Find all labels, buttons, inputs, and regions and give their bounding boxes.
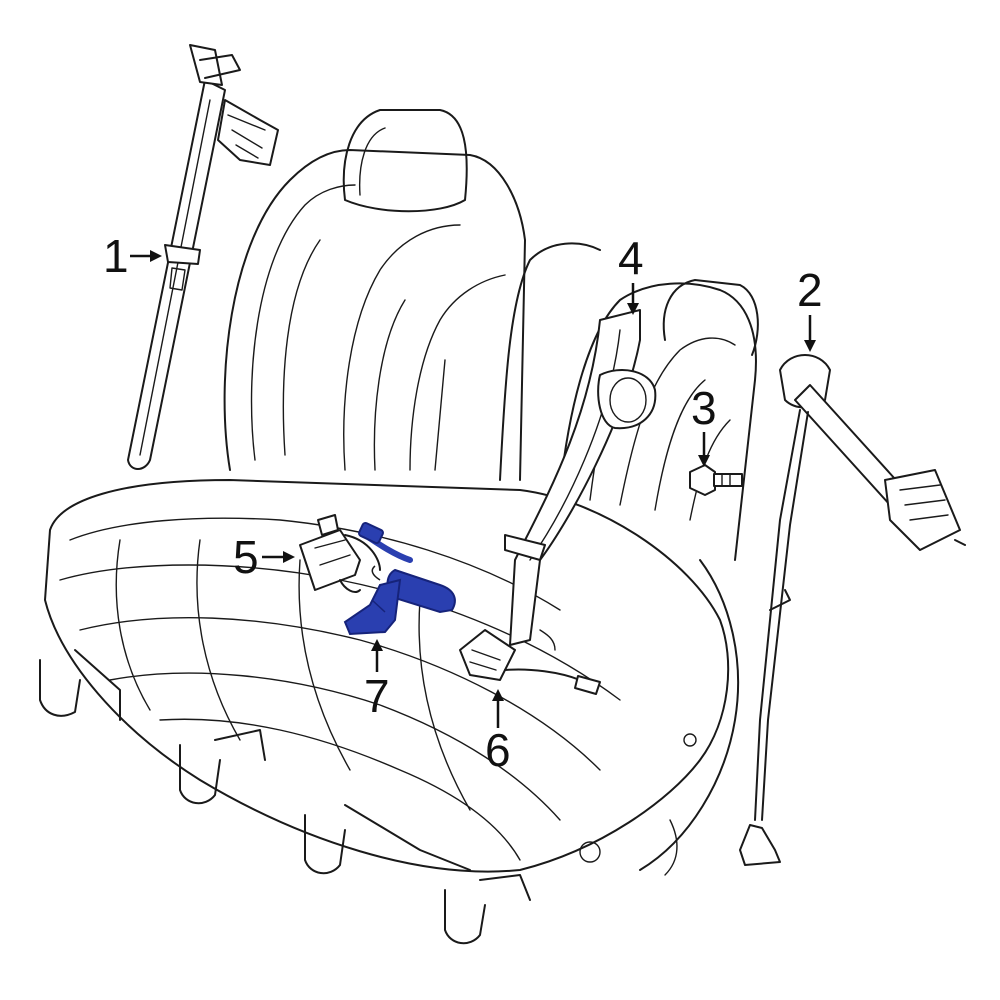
- callout-5: 5: [233, 531, 295, 583]
- part-7-strap: [343, 578, 402, 636]
- callout-6-label: 6: [485, 724, 511, 776]
- part-3-bolt: [689, 464, 743, 496]
- callout-5-label: 5: [233, 531, 259, 583]
- callout-3: 3: [691, 382, 717, 467]
- part-6-buckle: [459, 629, 601, 695]
- callout-1-label: 1: [103, 230, 129, 282]
- part-7-connector: [358, 521, 384, 545]
- callout-4: 4: [618, 232, 644, 315]
- callout-3-label: 3: [691, 382, 717, 434]
- callout-6: 6: [485, 689, 511, 776]
- part-4-center-belt: [504, 309, 657, 651]
- part-2-belt-assembly-right: [739, 354, 966, 866]
- part-1-shoulder-belt-left: [127, 44, 279, 470]
- part-7-buckle-body: [386, 568, 456, 614]
- part-5-buckle: [299, 514, 381, 593]
- callout-4-label: 4: [618, 232, 644, 284]
- callout-7: 7: [364, 639, 390, 722]
- callout-1: 1: [103, 230, 162, 282]
- callout-2-label: 2: [797, 264, 823, 316]
- part-7-buckle-highlighted: [343, 521, 456, 636]
- callout-7-label: 7: [364, 670, 390, 722]
- rear-seat-assembly: [39, 109, 759, 945]
- callout-2: 2: [797, 264, 823, 352]
